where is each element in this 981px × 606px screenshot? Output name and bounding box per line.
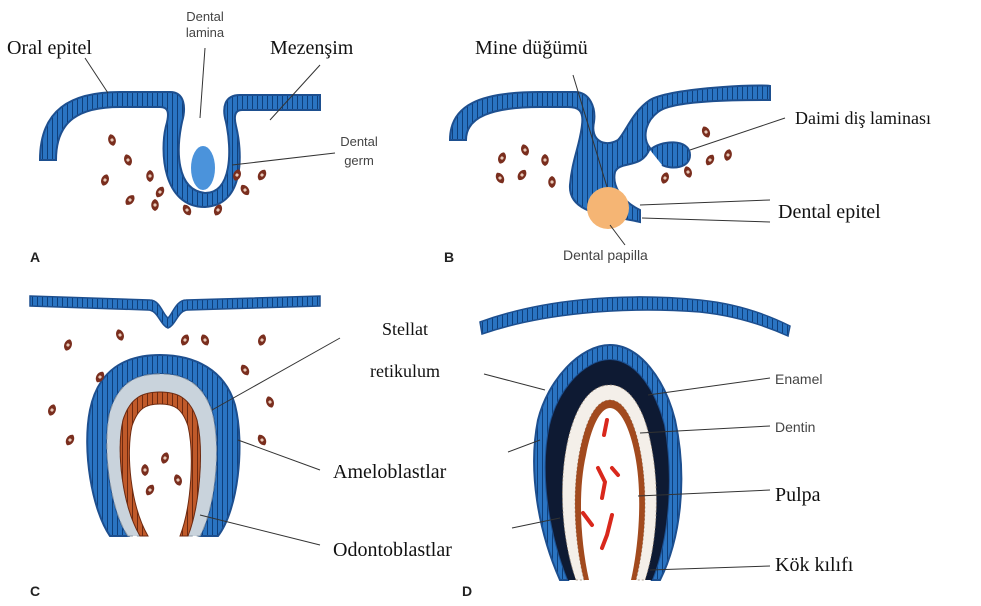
label-daimi-dis-laminasi: Daimi diş laminası <box>795 109 931 127</box>
leader-dental-germ <box>232 153 335 165</box>
label-dental-papilla: Dental papilla <box>563 248 648 262</box>
label-dental-lamina-1: Dental <box>180 10 230 23</box>
panel-c <box>30 296 340 545</box>
label-ameloblastlar: Ameloblastlar <box>333 462 446 482</box>
label-kok-kilifi: Kök kılıfı <box>775 555 853 575</box>
label-mezenchim: Mezenşim <box>270 38 353 58</box>
oral-epithelium-d <box>480 297 790 336</box>
label-retikulum: retikulum <box>350 362 460 380</box>
dental-papilla-b <box>587 187 629 229</box>
leader-enamel <box>648 378 770 395</box>
panel-letter-b: B <box>444 250 454 264</box>
leader-oral-epitel <box>85 58 108 93</box>
odontoblast-layer-c <box>120 392 200 536</box>
panel-letter-c: C <box>30 584 40 598</box>
label-oral-epitel: Oral epitel <box>7 38 92 58</box>
label-dental-epitel: Dental epitel <box>778 202 881 222</box>
label-odontoblastlar: Odontoblastlar <box>333 540 452 560</box>
leader-dental-epitel-2 <box>642 218 770 222</box>
permanent-lamina-b <box>650 142 690 167</box>
label-dental-lamina-2: lamina <box>180 26 230 39</box>
leader-stellat <box>212 338 340 410</box>
panel-a <box>40 48 335 217</box>
panel-b <box>450 75 785 245</box>
leader-stellat-d <box>484 374 545 390</box>
leader-ameloblastlar <box>238 440 320 470</box>
oral-epithelium-a <box>40 92 320 207</box>
label-pulpa: Pulpa <box>775 485 821 505</box>
leader-dental-papilla <box>610 225 625 245</box>
leader-dental-epitel-1 <box>640 200 770 205</box>
panel-d <box>480 297 790 580</box>
mesenchyme-cells-c <box>46 328 275 497</box>
dental-germ-a <box>191 146 215 190</box>
leader-kok-kilifi <box>650 566 770 570</box>
leader-mezenchim <box>270 65 320 120</box>
label-dental-germ-2: germ <box>334 154 384 167</box>
panel-letter-a: A <box>30 250 40 264</box>
leader-dental-lamina <box>200 48 205 118</box>
label-dentin: Dentin <box>775 420 815 434</box>
label-dental-germ-1: Dental <box>334 135 384 148</box>
label-enamel: Enamel <box>775 372 822 386</box>
oral-epithelium-c <box>30 296 320 328</box>
label-stellat: Stellat <box>355 320 455 338</box>
label-mine-dugumu: Mine düğümü <box>475 38 588 58</box>
panel-letter-d: D <box>462 584 472 598</box>
